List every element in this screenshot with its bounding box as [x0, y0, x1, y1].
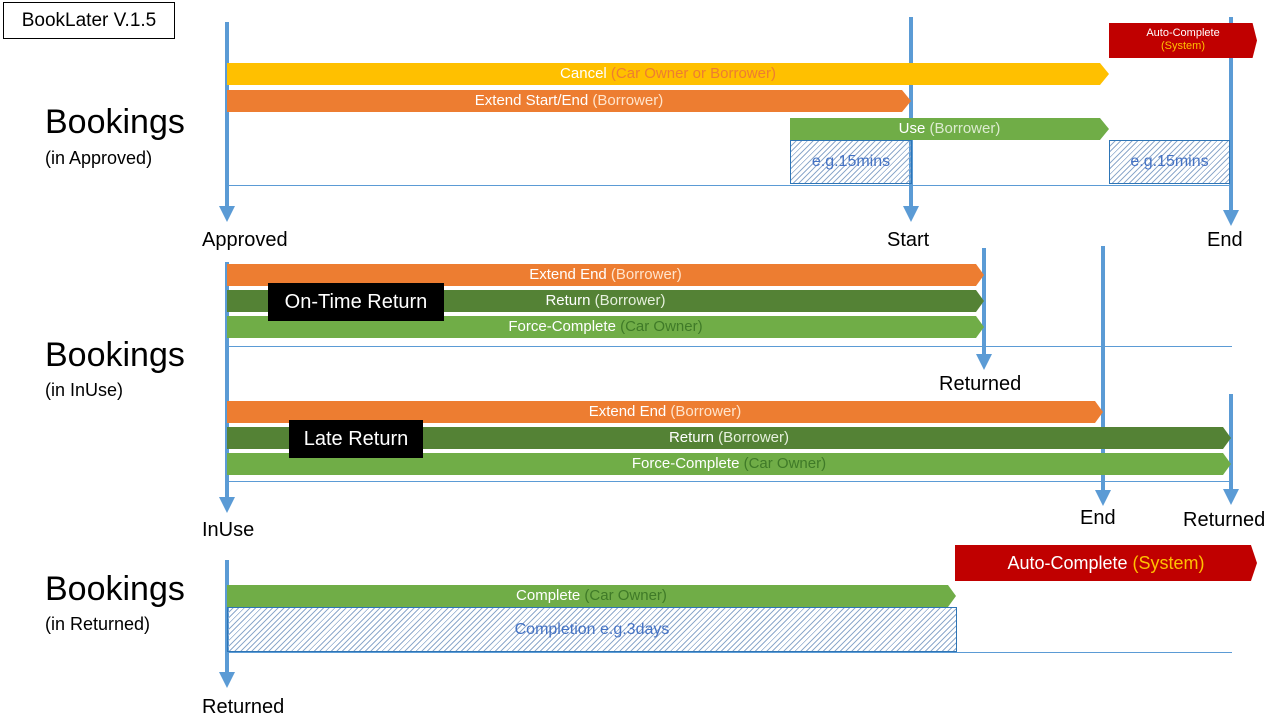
ontime-extend-end-label: Extend End — [529, 266, 607, 283]
auto-complete-returned-actor: (System) — [1132, 553, 1205, 573]
approved-baseline — [227, 185, 1232, 186]
extend-start-end-actor: (Borrower) — [588, 92, 664, 109]
completion-window-label: Completion e.g.3days — [514, 621, 670, 638]
end-timeline-label: End — [1207, 229, 1243, 251]
inuse-section-title: Bookings — [45, 336, 185, 374]
late-return-tag: Late Return — [289, 420, 423, 458]
completion-window-box: Completion e.g.3days — [227, 607, 957, 652]
late-force-complete-actor: (Car Owner) — [739, 455, 827, 472]
complete-label: Complete — [516, 587, 581, 604]
use-actor: (Borrower) — [925, 120, 1001, 137]
ontime-extend-end-bar: Extend End (Borrower) — [227, 264, 984, 286]
returned-baseline — [227, 652, 1232, 653]
use-label: Use — [898, 120, 926, 137]
approved-section-subtitle: (in Approved) — [45, 148, 153, 168]
version-label: BookLater V.1.5 — [3, 2, 175, 39]
late-force-complete-bar: Force-Complete (Car Owner) — [227, 453, 1231, 475]
late-return-actor: (Borrower) — [714, 429, 790, 446]
late-baseline — [227, 481, 1232, 482]
late-return-label: Return — [668, 429, 714, 446]
auto-complete-returned-label: Auto-Complete — [1007, 553, 1128, 573]
start-timeline-label: Start — [887, 229, 930, 251]
complete-actor: (Car Owner) — [580, 587, 667, 604]
late-extend-end-label: Extend End — [588, 403, 667, 420]
late-end-label: End — [1080, 507, 1116, 529]
ontime-baseline — [227, 346, 1232, 347]
extend-start-end-label: Extend Start/End — [474, 92, 589, 109]
returned-section-subtitle: (in Returned) — [45, 614, 151, 634]
auto-complete-label: Auto-Complete — [1146, 27, 1220, 39]
ontime-force-complete-label: Force-Complete — [508, 318, 616, 335]
auto-complete-actor: (System) — [1161, 40, 1205, 52]
inuse-section-subtitle: (in InUse) — [45, 380, 124, 400]
late-extend-end-actor: (Borrower) — [666, 403, 742, 420]
cancel-actor: (Car Owner or Borrower) — [606, 65, 776, 82]
ontime-return-tag: On-Time Return — [268, 283, 444, 321]
extend-start-end-bar: Extend Start/End (Borrower) — [227, 90, 911, 112]
ontime-extend-end-actor: (Borrower) — [606, 266, 682, 283]
cancel-label: Cancel — [560, 65, 607, 82]
ontime-force-complete-actor: (Car Owner) — [615, 318, 703, 335]
approved-timeline-label: Approved — [202, 229, 288, 251]
end-window-label: e.g.15mins — [1130, 153, 1209, 170]
late-return-bar: Return (Borrower) — [227, 427, 1231, 449]
late-returned-label: Returned — [1183, 509, 1266, 531]
auto-complete-approved-box: Auto-Complete (System) — [1109, 23, 1257, 58]
ontime-return-label: Return — [545, 292, 591, 309]
returned-timeline-label: Returned — [202, 696, 285, 718]
use-bar: Use (Borrower) — [790, 118, 1109, 140]
start-window-box: e.g.15mins — [790, 140, 912, 184]
ontime-return-actor: (Borrower) — [590, 292, 666, 309]
late-extend-end-bar: Extend End (Borrower) — [227, 401, 1103, 423]
complete-bar: Complete (Car Owner) — [227, 585, 956, 607]
auto-complete-returned-box: Auto-Complete (System) — [955, 545, 1257, 581]
late-force-complete-label: Force-Complete — [631, 455, 740, 472]
returned-section-title: Bookings — [45, 570, 185, 608]
ontime-force-complete-bar: Force-Complete (Car Owner) — [227, 316, 984, 338]
approved-section-title: Bookings — [45, 103, 185, 141]
start-window-label: e.g.15mins — [811, 153, 891, 170]
ontime-returned-label: Returned — [939, 373, 1022, 395]
cancel-bar: Cancel (Car Owner or Borrower) — [227, 63, 1109, 85]
inuse-timeline-label: InUse — [202, 519, 255, 541]
end-window-box: e.g.15mins — [1109, 140, 1230, 184]
